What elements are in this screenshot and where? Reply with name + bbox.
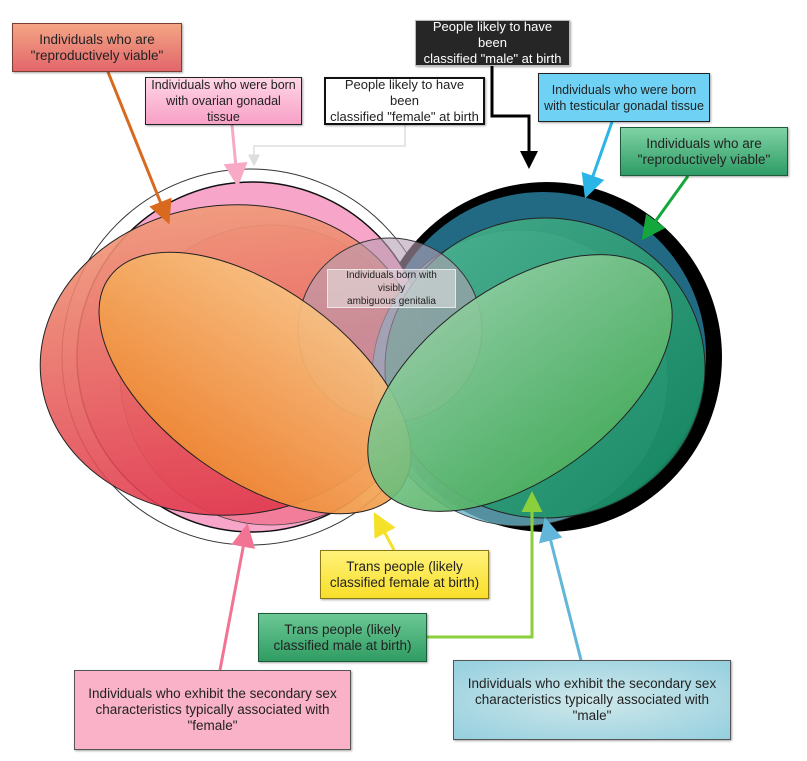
label-classified-female-at-birth: People likely to have been classified "f… (324, 77, 485, 125)
label-trans-male: Trans people (likely classified male at … (258, 613, 427, 662)
label-secondary-sex-male: Individuals who exhibit the secondary se… (453, 660, 731, 740)
arrow-trans-male (427, 491, 543, 639)
arrow-secondary-male (539, 517, 583, 661)
label-trans-female: Trans people (likely classified female a… (320, 550, 489, 599)
arrow-ovarian (223, 124, 248, 187)
label-ovarian-gonadal-tissue: Individuals who were born with ovarian g… (145, 77, 302, 125)
label-ambiguous-genitalia: Individuals born with visibly ambiguous … (327, 269, 456, 308)
arrow-male-birth (490, 66, 538, 169)
label-classified-male-at-birth: People likely to have been classified "m… (415, 19, 570, 66)
arrow-female-birth (248, 125, 406, 167)
label-testicular-gonadal-tissue: Individuals who were born with testicula… (538, 73, 710, 122)
label-reproductively-viable-female: Individuals who are "reproductively viab… (12, 23, 182, 72)
label-reproductively-viable-male: Individuals who are "reproductively viab… (620, 127, 788, 176)
arrow-testicular (581, 121, 614, 199)
arrow-secondary-female (218, 523, 256, 671)
trans-male-ellipse (367, 254, 673, 512)
arrow-repro-male (641, 175, 690, 241)
arrow-repro-female (106, 71, 172, 225)
arrow-trans-female (373, 512, 396, 551)
label-secondary-sex-female: Individuals who exhibit the secondary se… (74, 670, 351, 750)
